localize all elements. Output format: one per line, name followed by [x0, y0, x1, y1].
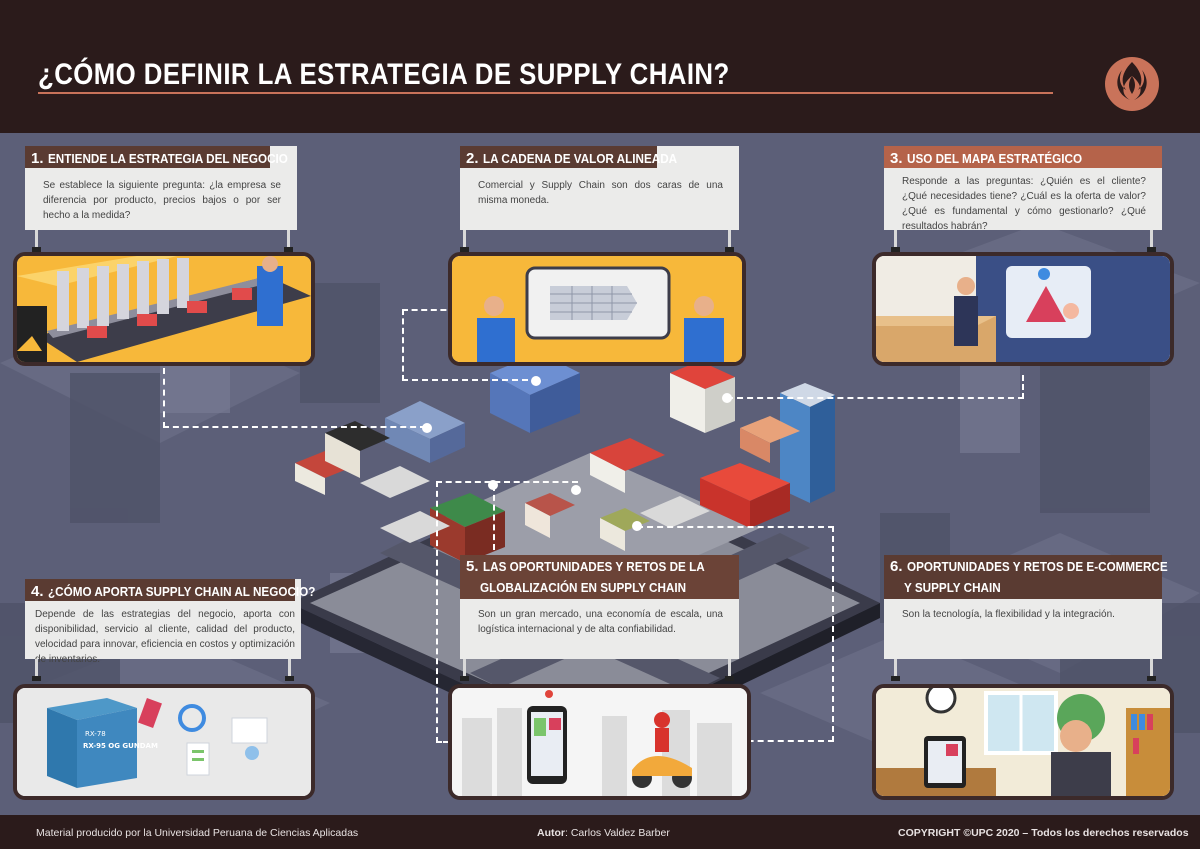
title-underline	[38, 92, 1053, 94]
header: ¿CÓMO DEFINIR LA ESTRATEGIA DE SUPPLY CH…	[0, 0, 1200, 133]
connector-5b	[436, 481, 438, 743]
card-4: 4.¿CÓMO APORTA SUPPLY CHAIN AL NEGOCIO? …	[25, 579, 315, 665]
card-2-title: LA CADENA DE VALOR ALINEADA	[482, 151, 677, 166]
gundam-box-label-1: RX-78	[85, 730, 106, 738]
footer-credit: Material producido por la Universidad Pe…	[36, 827, 359, 839]
card-5-illustration	[448, 684, 751, 800]
card-3-number: 3.	[890, 150, 903, 167]
card-6-illustration	[872, 684, 1174, 800]
card-1-text: Se establece la siguiente pregunta: ¿la …	[43, 180, 281, 221]
card-4-number: 4.	[31, 583, 44, 600]
card-3: 3.USO DEL MAPA ESTRATÉGICO Responde a la…	[884, 146, 1162, 232]
card-4-illustration: RX-78 RX-95 OG GUNDAM	[13, 684, 315, 800]
connector-5a	[436, 481, 578, 483]
upc-logo-icon	[1105, 57, 1159, 111]
page-title: ¿CÓMO DEFINIR LA ESTRATEGIA DE SUPPLY CH…	[38, 58, 730, 91]
card-6-hanger-left	[891, 659, 900, 681]
card-5: 5.LAS OPORTUNIDADES Y RETOS DE LA GLOBAL…	[460, 555, 739, 659]
card-4-hanger-right	[285, 659, 294, 681]
card-6-hanger-right	[1147, 659, 1156, 681]
footer-copyright: COPYRIGHT ©UPC 2020 – Todos los derechos…	[898, 827, 1189, 839]
card-1-hanger-right	[284, 230, 293, 252]
footer: Material producido por la Universidad Pe…	[0, 815, 1200, 849]
card-2-hanger-left	[460, 230, 469, 252]
card-1-title: ENTIENDE LA ESTRATEGIA DEL NEGOCIO	[47, 151, 288, 166]
card-6-number: 6.	[890, 558, 903, 575]
footer-author-label: Autor	[537, 827, 565, 839]
card-2-hanger-right	[725, 230, 734, 252]
city-scene: 1.ENTIENDE LA ESTRATEGIA DEL NEGOCIO Se …	[0, 133, 1200, 815]
card-3-text: Responde a las preguntas: ¿Quién es el c…	[902, 176, 1146, 232]
card-6-title-line1: OPORTUNIDADES Y RETOS DE E-COMMERCE	[906, 559, 1168, 574]
footer-author-name: : Carlos Valdez Barber	[565, 827, 670, 839]
card-3-title: USO DEL MAPA ESTRATÉGICO	[906, 151, 1082, 166]
card-5-title-line1: LAS OPORTUNIDADES Y RETOS DE LA	[482, 559, 705, 574]
card-2-number: 2.	[466, 150, 479, 167]
card-5-hanger-right	[725, 659, 734, 681]
card-4-hanger-left	[32, 659, 41, 681]
connector-1	[163, 368, 426, 428]
connector-4	[493, 485, 495, 550]
footer-author: Autor: Carlos Valdez Barber	[537, 827, 670, 839]
card-2-header: 2.LA CADENA DE VALOR ALINEADA	[460, 146, 677, 168]
card-1-header: 1.ENTIENDE LA ESTRATEGIA DEL NEGOCIO	[25, 146, 287, 168]
card-3-illustration	[872, 252, 1174, 366]
card-5-title-line2: GLOBALIZACIÓN EN SUPPLY CHAIN	[480, 580, 687, 595]
connector-5c	[436, 741, 456, 743]
card-6: 6.OPORTUNIDADES Y RETOS DE E-COMMERCE Y …	[884, 555, 1167, 659]
card-5-hanger-left	[460, 659, 469, 681]
connector-2b	[402, 309, 538, 381]
card-4-text: Depende de las estrategias del negocio, …	[35, 609, 295, 665]
card-6-title-line2: Y SUPPLY CHAIN	[904, 580, 1001, 595]
connector-2a	[402, 309, 456, 311]
card-1-hanger-left	[32, 230, 41, 252]
gundam-box-label-2: RX-95 OG GUNDAM	[83, 742, 158, 750]
card-2-text: Comercial y Supply Chain son dos caras d…	[478, 180, 723, 206]
card-2-illustration	[448, 252, 746, 366]
card-5-text: Son un gran mercado, una economía de esc…	[478, 609, 723, 635]
card-1-number: 1.	[31, 150, 44, 167]
connector-3	[727, 375, 1024, 399]
card-6-header: 6.OPORTUNIDADES Y RETOS DE E-COMMERCE Y …	[884, 555, 1167, 599]
card-2: 2.LA CADENA DE VALOR ALINEADA Comercial …	[460, 146, 739, 230]
card-1-illustration	[13, 252, 315, 366]
card-3-header: 3.USO DEL MAPA ESTRATÉGICO	[884, 146, 1162, 168]
card-6-text: Son la tecnología, la flexibilidad y la …	[902, 609, 1115, 620]
card-5-number: 5.	[466, 558, 479, 575]
card-4-title: ¿CÓMO APORTA SUPPLY CHAIN AL NEGOCIO?	[47, 584, 315, 599]
card-1: 1.ENTIENDE LA ESTRATEGIA DEL NEGOCIO Se …	[25, 146, 297, 230]
card-5-header: 5.LAS OPORTUNIDADES Y RETOS DE LA GLOBAL…	[460, 555, 739, 599]
card-3-hanger-right	[1147, 230, 1156, 252]
card-4-header: 4.¿CÓMO APORTA SUPPLY CHAIN AL NEGOCIO?	[25, 579, 315, 601]
card-3-hanger-left	[891, 230, 900, 252]
